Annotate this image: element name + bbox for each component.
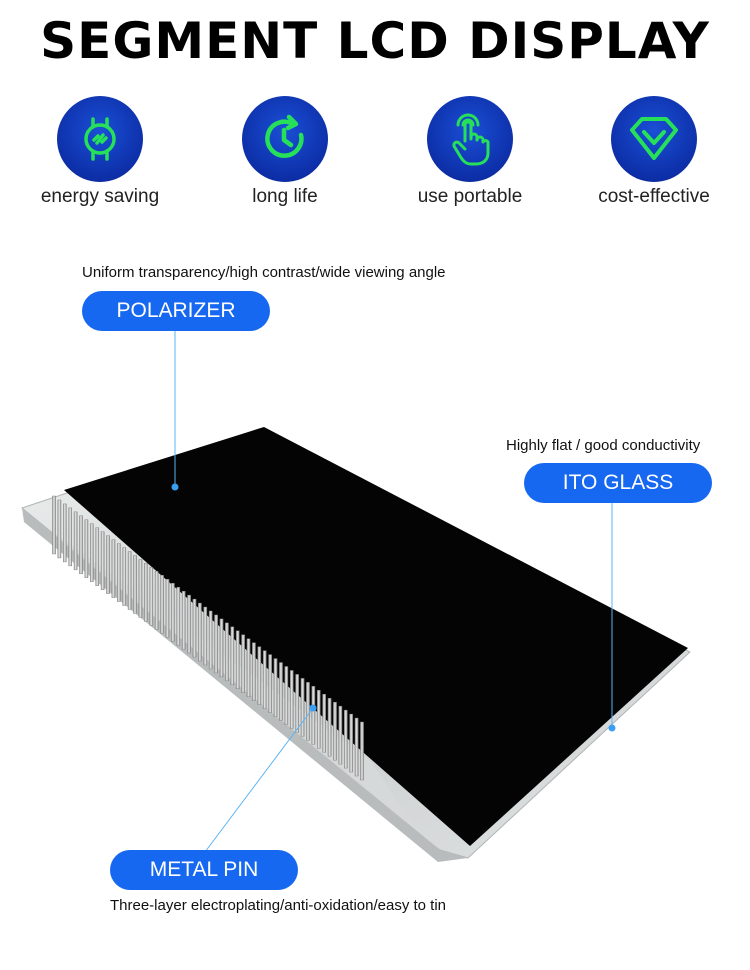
- metal-pin: [208, 610, 213, 670]
- feature-label: long life: [252, 186, 318, 207]
- metal-pin-label: METAL PIN: [110, 850, 298, 890]
- touch-hand-icon: [427, 96, 513, 182]
- ito-glass-caption: Highly flat / good conductivity: [506, 437, 701, 454]
- metal-pin: [127, 551, 132, 610]
- metal-pin: [295, 674, 299, 733]
- metal-pin: [246, 638, 251, 697]
- ito-glass-label: ITO GLASS: [524, 463, 712, 503]
- metal-pin: [57, 499, 62, 559]
- metal-pin: [354, 717, 359, 777]
- metal-pin: [311, 686, 316, 745]
- metal-pin: [225, 622, 229, 682]
- metal-pin: [52, 495, 56, 555]
- metal-pin: [117, 543, 121, 602]
- metal-pin: [289, 670, 294, 729]
- feature-cost-effective: cost-effective: [562, 96, 746, 208]
- metal-pin: [122, 547, 127, 606]
- metal-pin: [343, 709, 348, 769]
- metal-pin: [333, 701, 337, 761]
- metal-pin: [360, 721, 364, 781]
- metal-pin: [273, 658, 278, 717]
- metal-pin: [284, 666, 289, 725]
- metal-pin: [316, 690, 321, 749]
- metal-pin: [279, 662, 283, 721]
- metal-pin: [171, 583, 175, 642]
- metal-pin: [300, 678, 305, 737]
- metal-pin: [327, 698, 332, 757]
- metal-pin: [181, 590, 186, 650]
- feature-label: energy saving: [40, 186, 160, 207]
- metal-pin: [338, 705, 343, 765]
- metal-pin: [322, 694, 326, 753]
- polarizer-caption: Uniform transparency/high contrast/wide …: [82, 264, 446, 281]
- metal-pin: [257, 646, 262, 705]
- metal-pin: [198, 602, 202, 662]
- polarizer-label: POLARIZER: [82, 291, 270, 331]
- metal-pin: [262, 650, 267, 709]
- metal-pin-callout-line: [204, 707, 314, 853]
- metal-pin: [100, 531, 105, 590]
- metal-pin: [203, 606, 208, 666]
- metal-pin: [111, 539, 116, 598]
- metal-pin: [63, 503, 67, 563]
- metal-pin: [160, 575, 164, 634]
- metal-pin: [79, 515, 83, 575]
- energy-saving-icon: [57, 96, 143, 182]
- page-title: SEGMENT LCD DISPLAY: [40, 12, 710, 70]
- metal-pin: [219, 618, 224, 678]
- metal-pin: [176, 586, 181, 646]
- metal-pin: [133, 555, 137, 614]
- feature-label: use portable: [417, 186, 523, 207]
- metal-pin: [241, 634, 245, 693]
- metal-pin: [84, 519, 89, 578]
- ito-glass-callout-dot: [608, 724, 616, 732]
- metal-pin: [214, 614, 218, 674]
- metal-pin: [68, 507, 73, 567]
- diamond-icon: [611, 96, 697, 182]
- metal-pin: [252, 642, 256, 701]
- metal-pin: [95, 527, 100, 586]
- polarizer-surface: [64, 427, 688, 846]
- feature-label: cost-effective: [598, 186, 710, 207]
- metal-pin: [306, 682, 310, 741]
- metal-pin: [138, 559, 143, 618]
- metal-pin: [187, 594, 191, 654]
- metal-pin: [90, 523, 94, 582]
- metal-pin: [235, 630, 240, 690]
- metal-pin: [106, 535, 110, 594]
- metal-pin-caption: Three-layer electroplating/anti-oxidatio…: [110, 897, 447, 914]
- metal-pin: [149, 567, 154, 626]
- metal-pin: [192, 598, 197, 658]
- metal-pin: [154, 571, 159, 630]
- polarizer-callout-dot: [171, 483, 179, 491]
- metal-pin: [73, 511, 78, 571]
- metal-pin-callout-dot: [309, 704, 317, 712]
- metal-pin: [349, 713, 353, 773]
- long-life-icon: [242, 96, 328, 182]
- metal-pins: [52, 495, 364, 781]
- feature-use-portable: use portable: [378, 96, 562, 208]
- feature-energy-saving: energy saving: [8, 96, 192, 208]
- metal-pin: [144, 563, 148, 622]
- metal-pin: [165, 579, 170, 638]
- metal-pin: [230, 626, 235, 686]
- feature-long-life: long life: [193, 96, 377, 208]
- metal-pin: [268, 654, 272, 713]
